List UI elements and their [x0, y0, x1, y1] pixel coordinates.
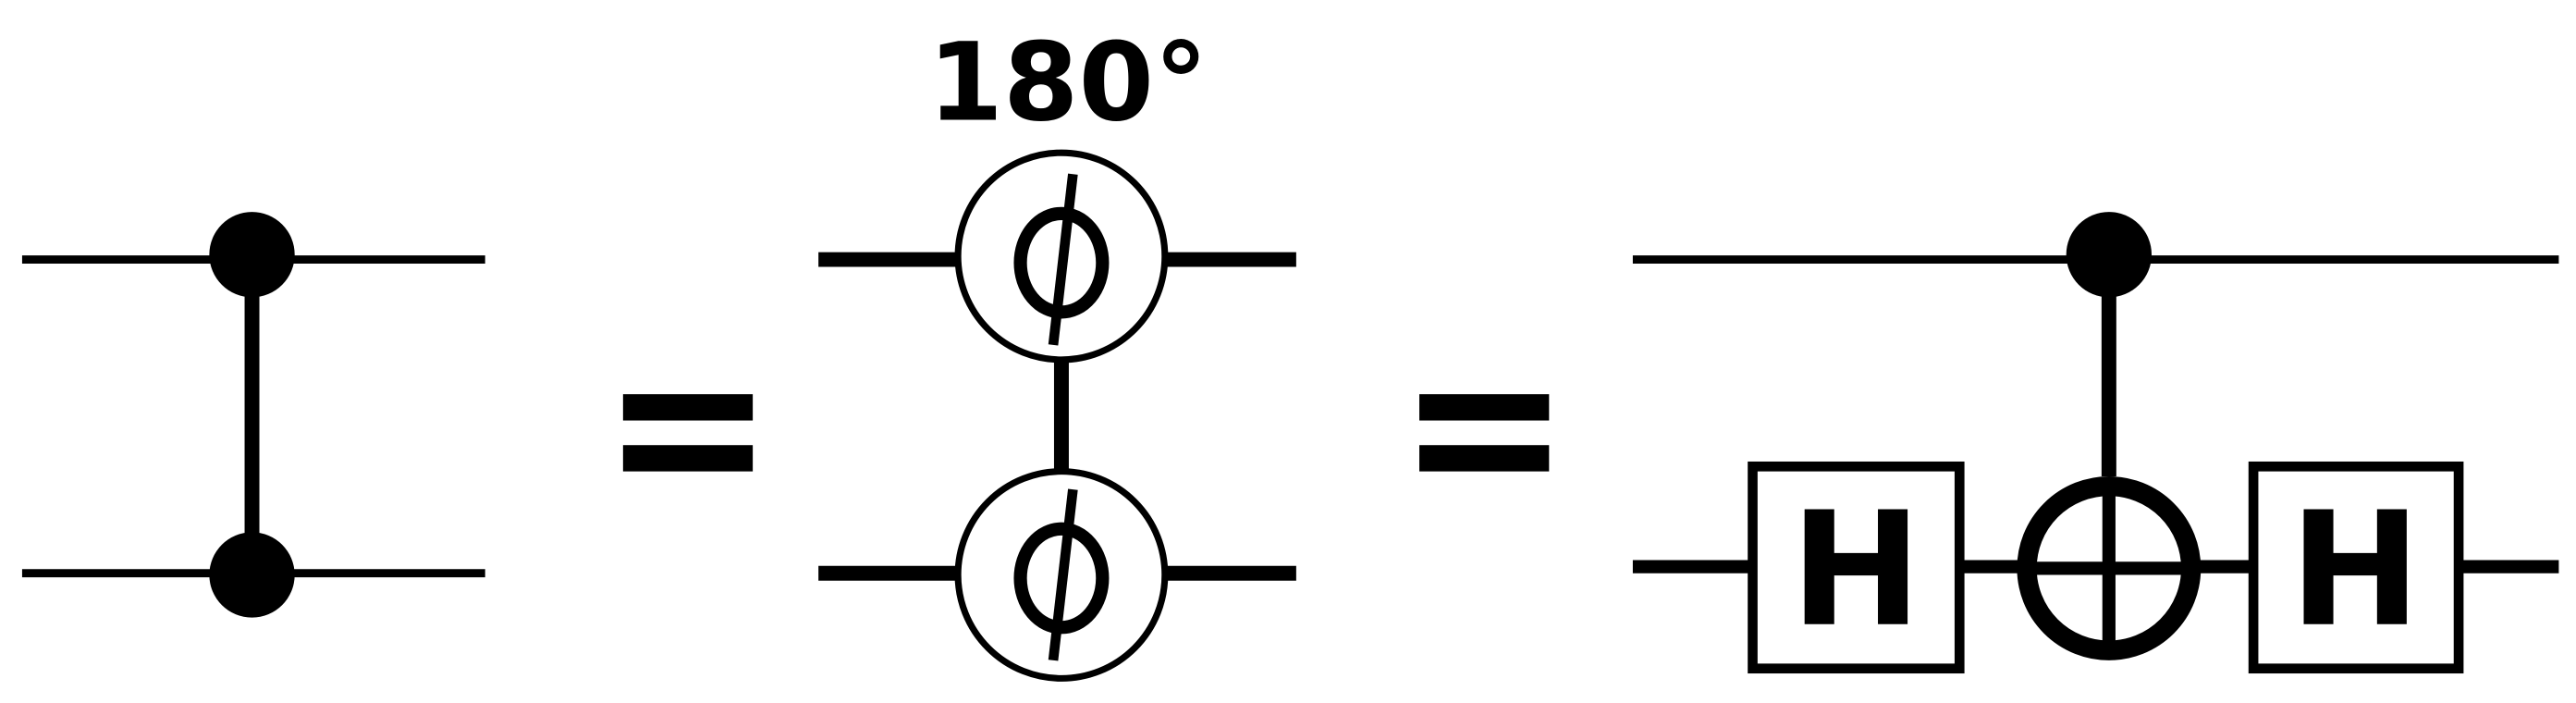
phase-gate-top: [954, 149, 1169, 364]
control-dot: [2066, 212, 2153, 298]
hadamard-gate-left: H: [1748, 461, 1965, 674]
hadamard-cnot-circuit: H H: [1632, 212, 2559, 674]
hadamard-gate-right: H: [2248, 461, 2464, 674]
phase-gate-bottom: [954, 468, 1169, 682]
phase-angle-label: 180°: [927, 19, 1208, 146]
control-dot-bottom: [209, 532, 295, 618]
svg-text:H: H: [2289, 479, 2422, 662]
equals-sign-2: [1419, 394, 1550, 472]
cnot-target: [2017, 475, 2202, 660]
svg-text:H: H: [1790, 479, 1922, 662]
equals-sign-1: [622, 394, 754, 472]
controlled-z-circuit: [21, 212, 485, 618]
controlled-phase-circuit: 180°: [818, 19, 1296, 682]
control-dot-top: [209, 212, 295, 298]
